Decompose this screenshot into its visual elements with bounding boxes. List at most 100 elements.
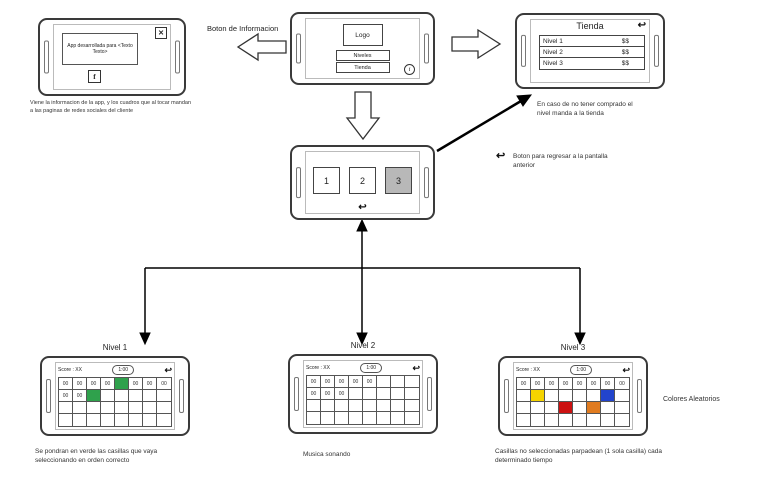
back-icon[interactable]: ↩ xyxy=(637,20,646,31)
grid-cell[interactable] xyxy=(307,400,321,412)
grid-cell[interactable]: 00 xyxy=(307,388,321,400)
grid-cell[interactable] xyxy=(545,390,559,402)
grid-cell[interactable]: 00 xyxy=(349,376,363,388)
grid-cell[interactable] xyxy=(321,412,335,424)
grid-cell[interactable] xyxy=(559,390,573,402)
grid-cell[interactable] xyxy=(531,402,545,414)
grid-cell[interactable] xyxy=(115,390,129,402)
grid-cell[interactable] xyxy=(101,414,115,426)
grid-cell[interactable] xyxy=(573,390,587,402)
grid-cell[interactable] xyxy=(87,402,101,414)
grid-cell[interactable]: 00 xyxy=(573,378,587,390)
grid-cell[interactable] xyxy=(615,390,629,402)
tienda-row[interactable]: Nivel 2$$ xyxy=(540,47,644,58)
grid-cell[interactable] xyxy=(115,414,129,426)
grid-cell[interactable] xyxy=(405,388,419,400)
grid-cell[interactable]: 00 xyxy=(321,388,335,400)
grid-cell[interactable]: 00 xyxy=(587,378,601,390)
grid-cell[interactable]: 00 xyxy=(73,378,87,390)
grid-cell[interactable] xyxy=(143,402,157,414)
info-icon[interactable]: i xyxy=(404,64,415,75)
grid-cell[interactable] xyxy=(377,400,391,412)
back-icon[interactable]: ↩ xyxy=(412,362,420,373)
grid-cell[interactable] xyxy=(307,412,321,424)
level-box-1[interactable]: 1 xyxy=(313,167,340,194)
grid-cell[interactable]: 00 xyxy=(517,378,531,390)
grid-cell[interactable] xyxy=(101,390,115,402)
grid-cell[interactable] xyxy=(377,376,391,388)
grid-cell[interactable] xyxy=(349,412,363,424)
grid-cell[interactable] xyxy=(363,400,377,412)
grid-cell[interactable] xyxy=(335,412,349,424)
grid-cell[interactable] xyxy=(335,400,349,412)
grid-cell[interactable]: 00 xyxy=(59,390,73,402)
niveles-button[interactable]: Niveles xyxy=(335,50,390,61)
grid-cell[interactable] xyxy=(601,414,615,426)
grid-cell[interactable] xyxy=(87,390,101,402)
back-icon[interactable]: ↩ xyxy=(358,202,367,213)
grid-cell[interactable] xyxy=(517,414,531,426)
grid-cell[interactable]: 00 xyxy=(321,376,335,388)
grid-cell[interactable] xyxy=(587,390,601,402)
grid-cell[interactable] xyxy=(157,390,171,402)
grid-cell[interactable]: 00 xyxy=(601,378,615,390)
grid-cell[interactable] xyxy=(129,402,143,414)
grid-cell[interactable] xyxy=(517,402,531,414)
grid-cell[interactable]: 00 xyxy=(531,378,545,390)
level-box-3[interactable]: 3 xyxy=(385,167,412,194)
grid-cell[interactable] xyxy=(115,378,129,390)
grid-cell[interactable]: 00 xyxy=(73,390,87,402)
grid-cell[interactable]: 00 xyxy=(143,378,157,390)
grid-cell[interactable] xyxy=(545,414,559,426)
grid-cell[interactable] xyxy=(143,390,157,402)
grid-cell[interactable] xyxy=(615,414,629,426)
grid-cell[interactable] xyxy=(601,402,615,414)
grid-cell[interactable] xyxy=(391,400,405,412)
grid-cell[interactable] xyxy=(87,414,101,426)
grid-cell[interactable]: 00 xyxy=(363,376,377,388)
grid-cell[interactable] xyxy=(391,376,405,388)
grid-cell[interactable] xyxy=(129,390,143,402)
tienda-row[interactable]: Nivel 1$$ xyxy=(540,36,644,47)
grid-cell[interactable]: 00 xyxy=(615,378,629,390)
grid-cell[interactable] xyxy=(559,414,573,426)
grid-cell[interactable] xyxy=(405,376,419,388)
grid-cell[interactable] xyxy=(573,402,587,414)
grid-cell[interactable] xyxy=(405,400,419,412)
grid-cell[interactable] xyxy=(377,388,391,400)
level-box-2[interactable]: 2 xyxy=(349,167,376,194)
grid-cell[interactable] xyxy=(101,402,115,414)
facebook-icon[interactable]: f xyxy=(88,70,101,83)
grid-cell[interactable] xyxy=(349,388,363,400)
grid-cell[interactable] xyxy=(615,402,629,414)
grid-cell[interactable] xyxy=(363,412,377,424)
grid-cell[interactable] xyxy=(531,390,545,402)
grid-cell[interactable] xyxy=(517,390,531,402)
grid-cell[interactable] xyxy=(143,414,157,426)
grid-cell[interactable] xyxy=(321,400,335,412)
grid-cell[interactable]: 00 xyxy=(129,378,143,390)
grid-cell[interactable] xyxy=(157,414,171,426)
grid-cell[interactable] xyxy=(391,388,405,400)
back-icon[interactable]: ↩ xyxy=(164,364,172,375)
grid-cell[interactable]: 00 xyxy=(559,378,573,390)
grid-cell[interactable]: 00 xyxy=(87,378,101,390)
grid-cell[interactable] xyxy=(349,400,363,412)
grid-cell[interactable]: 00 xyxy=(307,376,321,388)
grid-cell[interactable] xyxy=(601,390,615,402)
grid-cell[interactable] xyxy=(531,414,545,426)
close-icon[interactable]: ✕ xyxy=(155,27,167,39)
grid-cell[interactable] xyxy=(157,402,171,414)
grid-cell[interactable] xyxy=(59,414,73,426)
tienda-button[interactable]: Tienda xyxy=(335,62,390,73)
grid-cell[interactable]: 00 xyxy=(335,388,349,400)
grid-cell[interactable] xyxy=(559,402,573,414)
grid-cell[interactable] xyxy=(545,402,559,414)
grid-cell[interactable]: 00 xyxy=(59,378,73,390)
tienda-row[interactable]: Nivel 3$$ xyxy=(540,58,644,69)
grid-cell[interactable]: 00 xyxy=(335,376,349,388)
grid-cell[interactable] xyxy=(59,402,73,414)
grid-cell[interactable] xyxy=(587,414,601,426)
grid-cell[interactable]: 00 xyxy=(157,378,171,390)
grid-cell[interactable]: 00 xyxy=(101,378,115,390)
